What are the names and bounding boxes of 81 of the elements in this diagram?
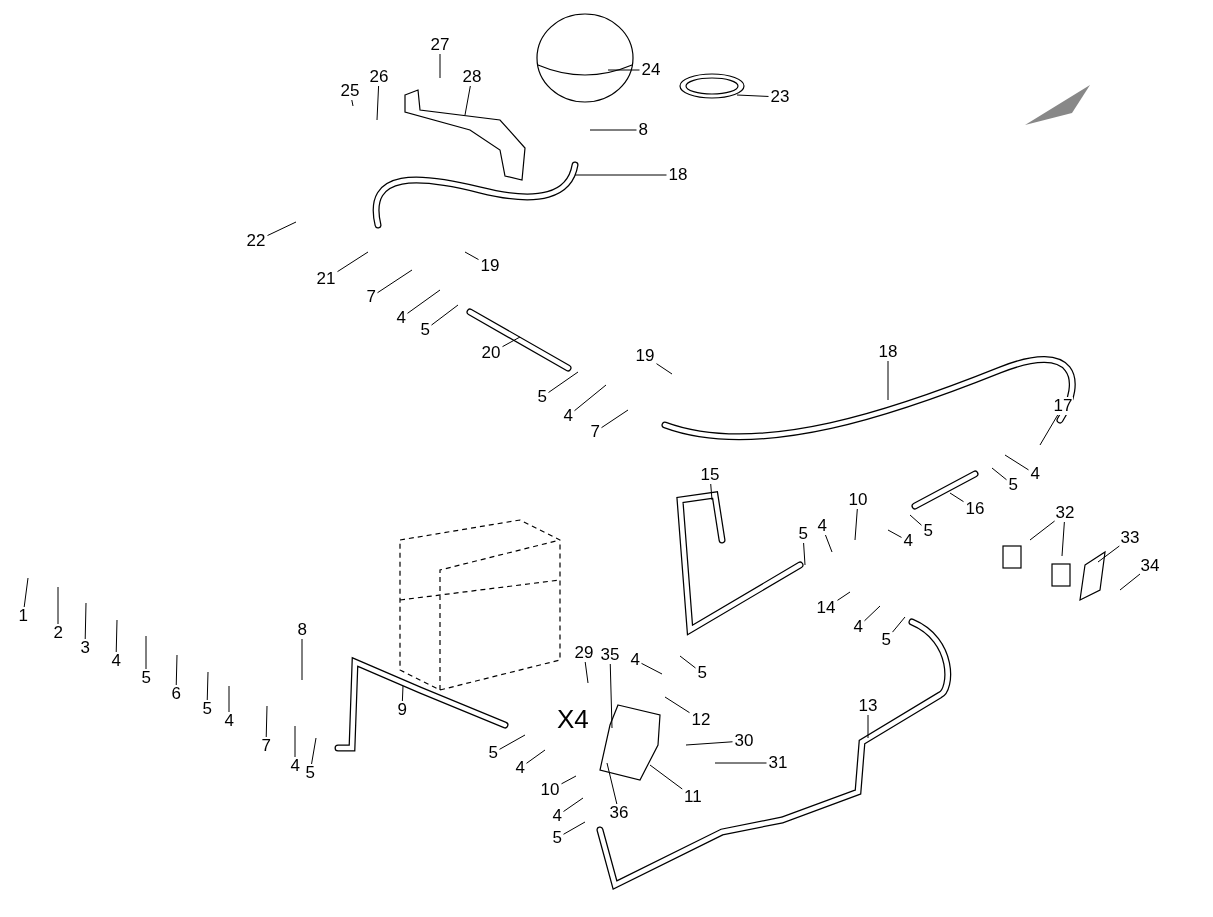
leader-line (407, 289, 441, 314)
leader-line (837, 591, 851, 601)
connector-label: X4 (557, 705, 589, 733)
leader-line (206, 671, 209, 702)
leader-line (641, 662, 663, 675)
leader-line (377, 269, 413, 294)
leader-line (867, 713, 869, 739)
callout-number: 26 (368, 68, 390, 86)
leader-line (294, 725, 296, 759)
leader-line (1119, 573, 1141, 591)
leader-line (310, 737, 317, 766)
leader-line (431, 304, 459, 326)
leader-line (265, 705, 268, 739)
leader-line (175, 654, 178, 687)
leader-line (563, 821, 586, 835)
callout-number: 29 (573, 644, 595, 662)
leader-line (949, 492, 964, 503)
leader-line (909, 514, 922, 526)
leader-line (854, 507, 858, 541)
leader-line (267, 221, 297, 237)
leader-line (887, 359, 889, 401)
leader-line (887, 529, 902, 538)
leader-line (606, 762, 618, 806)
leader-line (574, 174, 667, 176)
callout-number: 25 (339, 82, 361, 100)
leader-line (145, 635, 147, 671)
callout-number: 13 (857, 697, 879, 715)
leader-line (84, 602, 87, 641)
leader-line (584, 660, 589, 684)
leader-line (337, 251, 369, 273)
leader-line (685, 741, 733, 746)
leader-line (710, 482, 713, 501)
leader-line (609, 662, 613, 729)
leader-line (376, 84, 380, 121)
callout-number: 32 (1054, 504, 1076, 522)
leader-line (803, 541, 806, 566)
leader-line (649, 764, 683, 790)
leader-line (607, 69, 640, 71)
leader-line (115, 619, 118, 654)
callout-number: 5 (797, 525, 809, 543)
leader-line (401, 685, 404, 703)
callout-number: 4 (816, 517, 828, 535)
leader-line (301, 637, 303, 681)
leader-line (824, 533, 833, 553)
leader-line (714, 762, 767, 764)
leader-line (1097, 545, 1120, 563)
leader-line (892, 616, 906, 633)
leader-line (502, 336, 521, 348)
leader-line (548, 371, 579, 393)
leader-line (601, 409, 629, 429)
leader-line (561, 775, 577, 785)
leader-line (351, 98, 354, 107)
leader-line (864, 605, 881, 622)
leader-line (439, 52, 441, 79)
leader-line (679, 655, 696, 669)
leader-line (991, 467, 1007, 481)
leader-line (736, 94, 769, 97)
leader-line (228, 685, 230, 714)
callout-number: 17 (1052, 397, 1074, 415)
callout-number: 10 (847, 491, 869, 509)
leader-line (563, 797, 584, 812)
callout-number: 27 (429, 36, 451, 54)
leader-line (1039, 413, 1059, 446)
leader-line (57, 586, 59, 626)
leader-line (1061, 520, 1065, 557)
leader-line (656, 363, 673, 375)
callout-number: 15 (699, 466, 721, 484)
callout-number: 8 (296, 621, 308, 639)
leader-line (589, 129, 637, 131)
leader-line (499, 734, 526, 750)
callout-number: 35 (599, 646, 621, 664)
leader-line (1004, 454, 1029, 471)
leader-line (526, 749, 546, 764)
leader-line (574, 384, 607, 412)
leader-line (464, 84, 472, 116)
leader-line (464, 251, 479, 261)
leader-line (664, 696, 690, 714)
leader-line (1029, 520, 1056, 541)
leader-line (23, 577, 29, 609)
callout-number: 28 (461, 68, 483, 86)
callout-number: 18 (877, 343, 899, 361)
